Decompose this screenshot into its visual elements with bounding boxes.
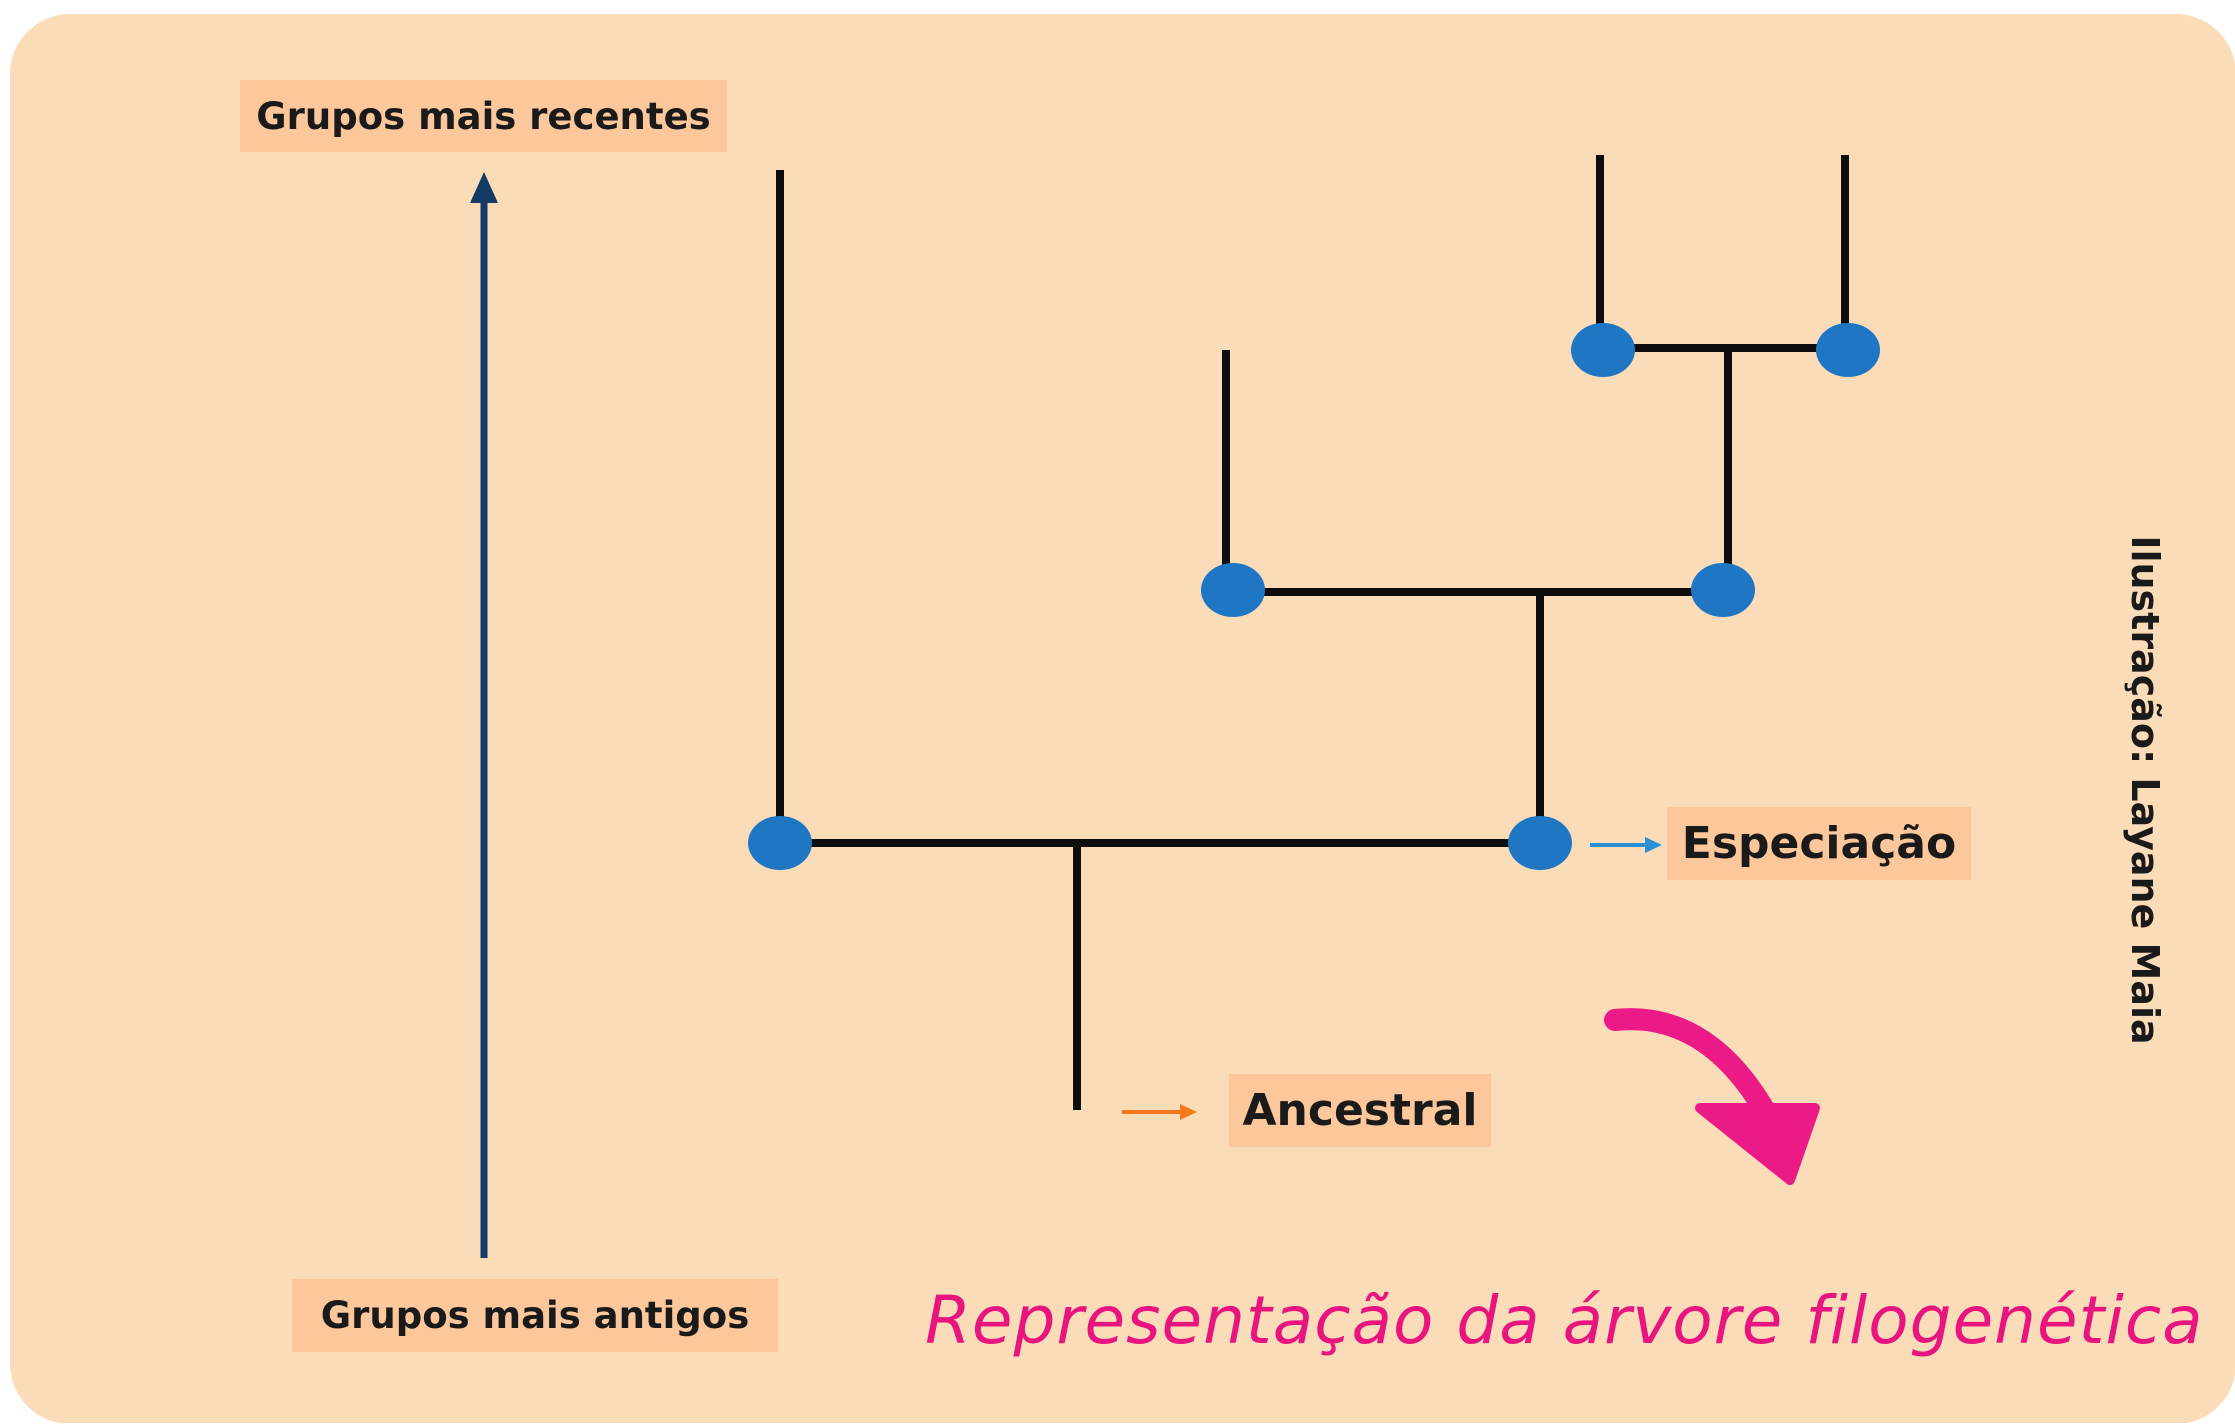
ancestor-label-text: Ancestral [1242, 1085, 1478, 1136]
axis-top-label: Grupos mais recentes [240, 80, 727, 152]
ancestor-label: Ancestral [1229, 1074, 1491, 1147]
arrow-right-icon [1590, 837, 1662, 853]
illustration-credit: Ilustração: Layane Maia [2123, 535, 2167, 1045]
arrow-up-icon [470, 172, 498, 1258]
axis-top-label-text: Grupos mais recentes [256, 94, 711, 138]
diagram-caption: Representação da árvore filogenética [925, 1281, 2204, 1359]
tree-branches [776, 155, 1849, 1110]
arrow-right-icon [1122, 1104, 1197, 1120]
node [1508, 816, 1572, 870]
speciation-label: Especiação [1667, 807, 1971, 880]
node [1691, 563, 1755, 617]
node [748, 816, 812, 870]
background-panel [10, 14, 2235, 1424]
node [1571, 323, 1635, 377]
speciation-label-text: Especiação [1681, 818, 1957, 869]
axis-bottom-label-text: Grupos mais antigos [320, 1294, 750, 1337]
node [1816, 323, 1880, 377]
curved-arrow-down-icon [1604, 1008, 1820, 1185]
speciation-nodes [748, 323, 1880, 870]
node [1201, 563, 1265, 617]
axis-bottom-label: Grupos mais antigos [292, 1279, 778, 1352]
